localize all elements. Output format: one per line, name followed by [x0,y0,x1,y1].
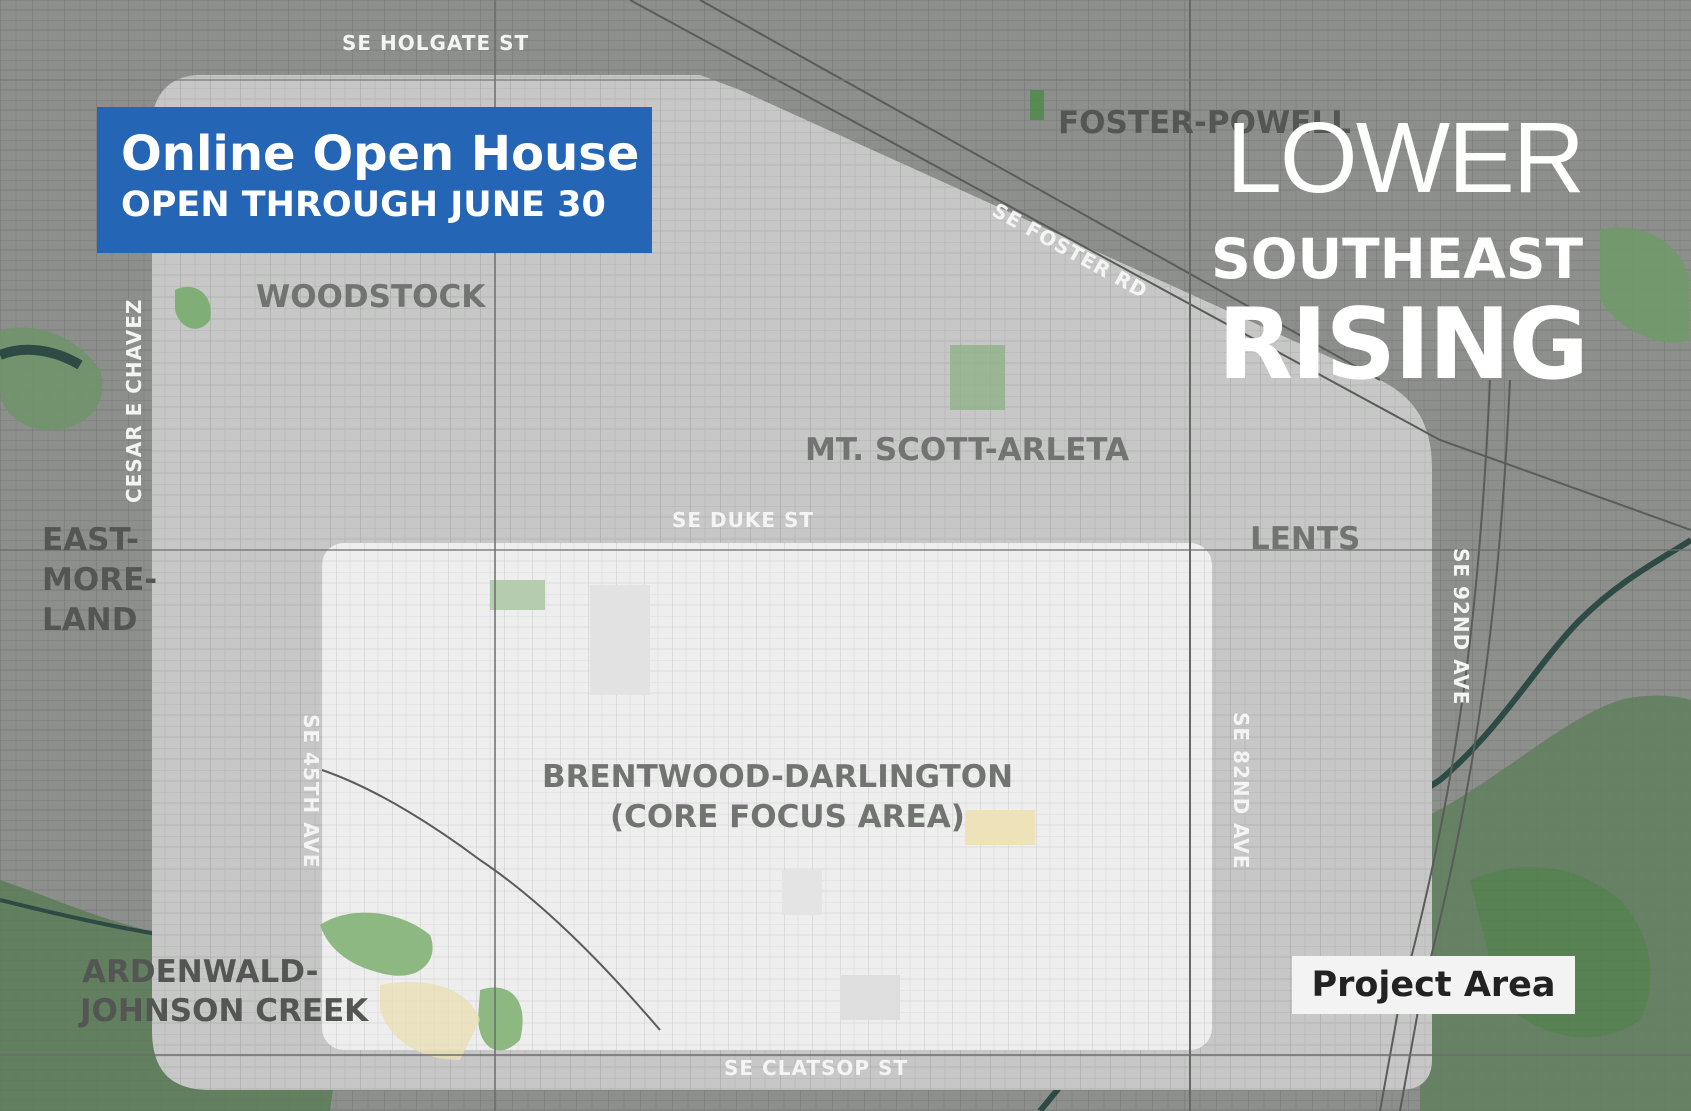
street-label-45th: SE 45TH AVE [299,714,323,869]
title-lower: LOWER [1226,102,1585,214]
neighborhood-eastmoreland-line2: MORE- [42,562,158,598]
title-southeast: SOUTHEAST [1211,227,1583,291]
open-house-banner[interactable]: Online Open House OPEN THROUGH JUNE 30 [97,107,652,253]
banner-subtitle: OPEN THROUGH JUNE 30 [121,185,606,225]
neighborhood-ardenwald-line2: JOHNSON CREEK [80,993,369,1029]
neighborhood-eastmoreland-line1: EAST- [42,522,139,558]
title-rising: RISING [1217,288,1589,402]
street-label-clatsop: SE CLATSOP ST [724,1056,909,1080]
core-focus-area [322,543,1212,1050]
street-label-chavez: CESAR E CHAVEZ [122,298,146,503]
neighborhood-lents: LENTS [1250,521,1361,557]
banner-title: Online Open House [121,126,640,182]
neighborhood-woodstock: WOODSTOCK [256,279,486,315]
street-label-82nd: SE 82ND AVE [1229,712,1253,870]
neighborhood-mt-scott-arleta: MT. SCOTT-ARLETA [805,432,1130,468]
street-label-duke: SE DUKE ST [672,508,815,532]
project-area-legend: Project Area [1292,956,1575,1014]
neighborhood-eastmoreland-line3: LAND [42,602,138,638]
neighborhood-ardenwald-line1: ARDENWALD- [82,954,319,990]
legend-label: Project Area [1311,965,1556,1005]
parks-inside [175,286,1035,1060]
street-label-holgate: SE HOLGATE ST [342,31,530,55]
neighborhood-brentwood-line1: BRENTWOOD-DARLINGTON [542,759,1014,795]
street-label-92nd: SE 92ND AVE [1449,548,1473,706]
neighborhood-brentwood-line2: (CORE FOCUS AREA) [610,799,965,835]
neighborhood-foster-powell: FOSTER-POWELL [1058,105,1351,141]
